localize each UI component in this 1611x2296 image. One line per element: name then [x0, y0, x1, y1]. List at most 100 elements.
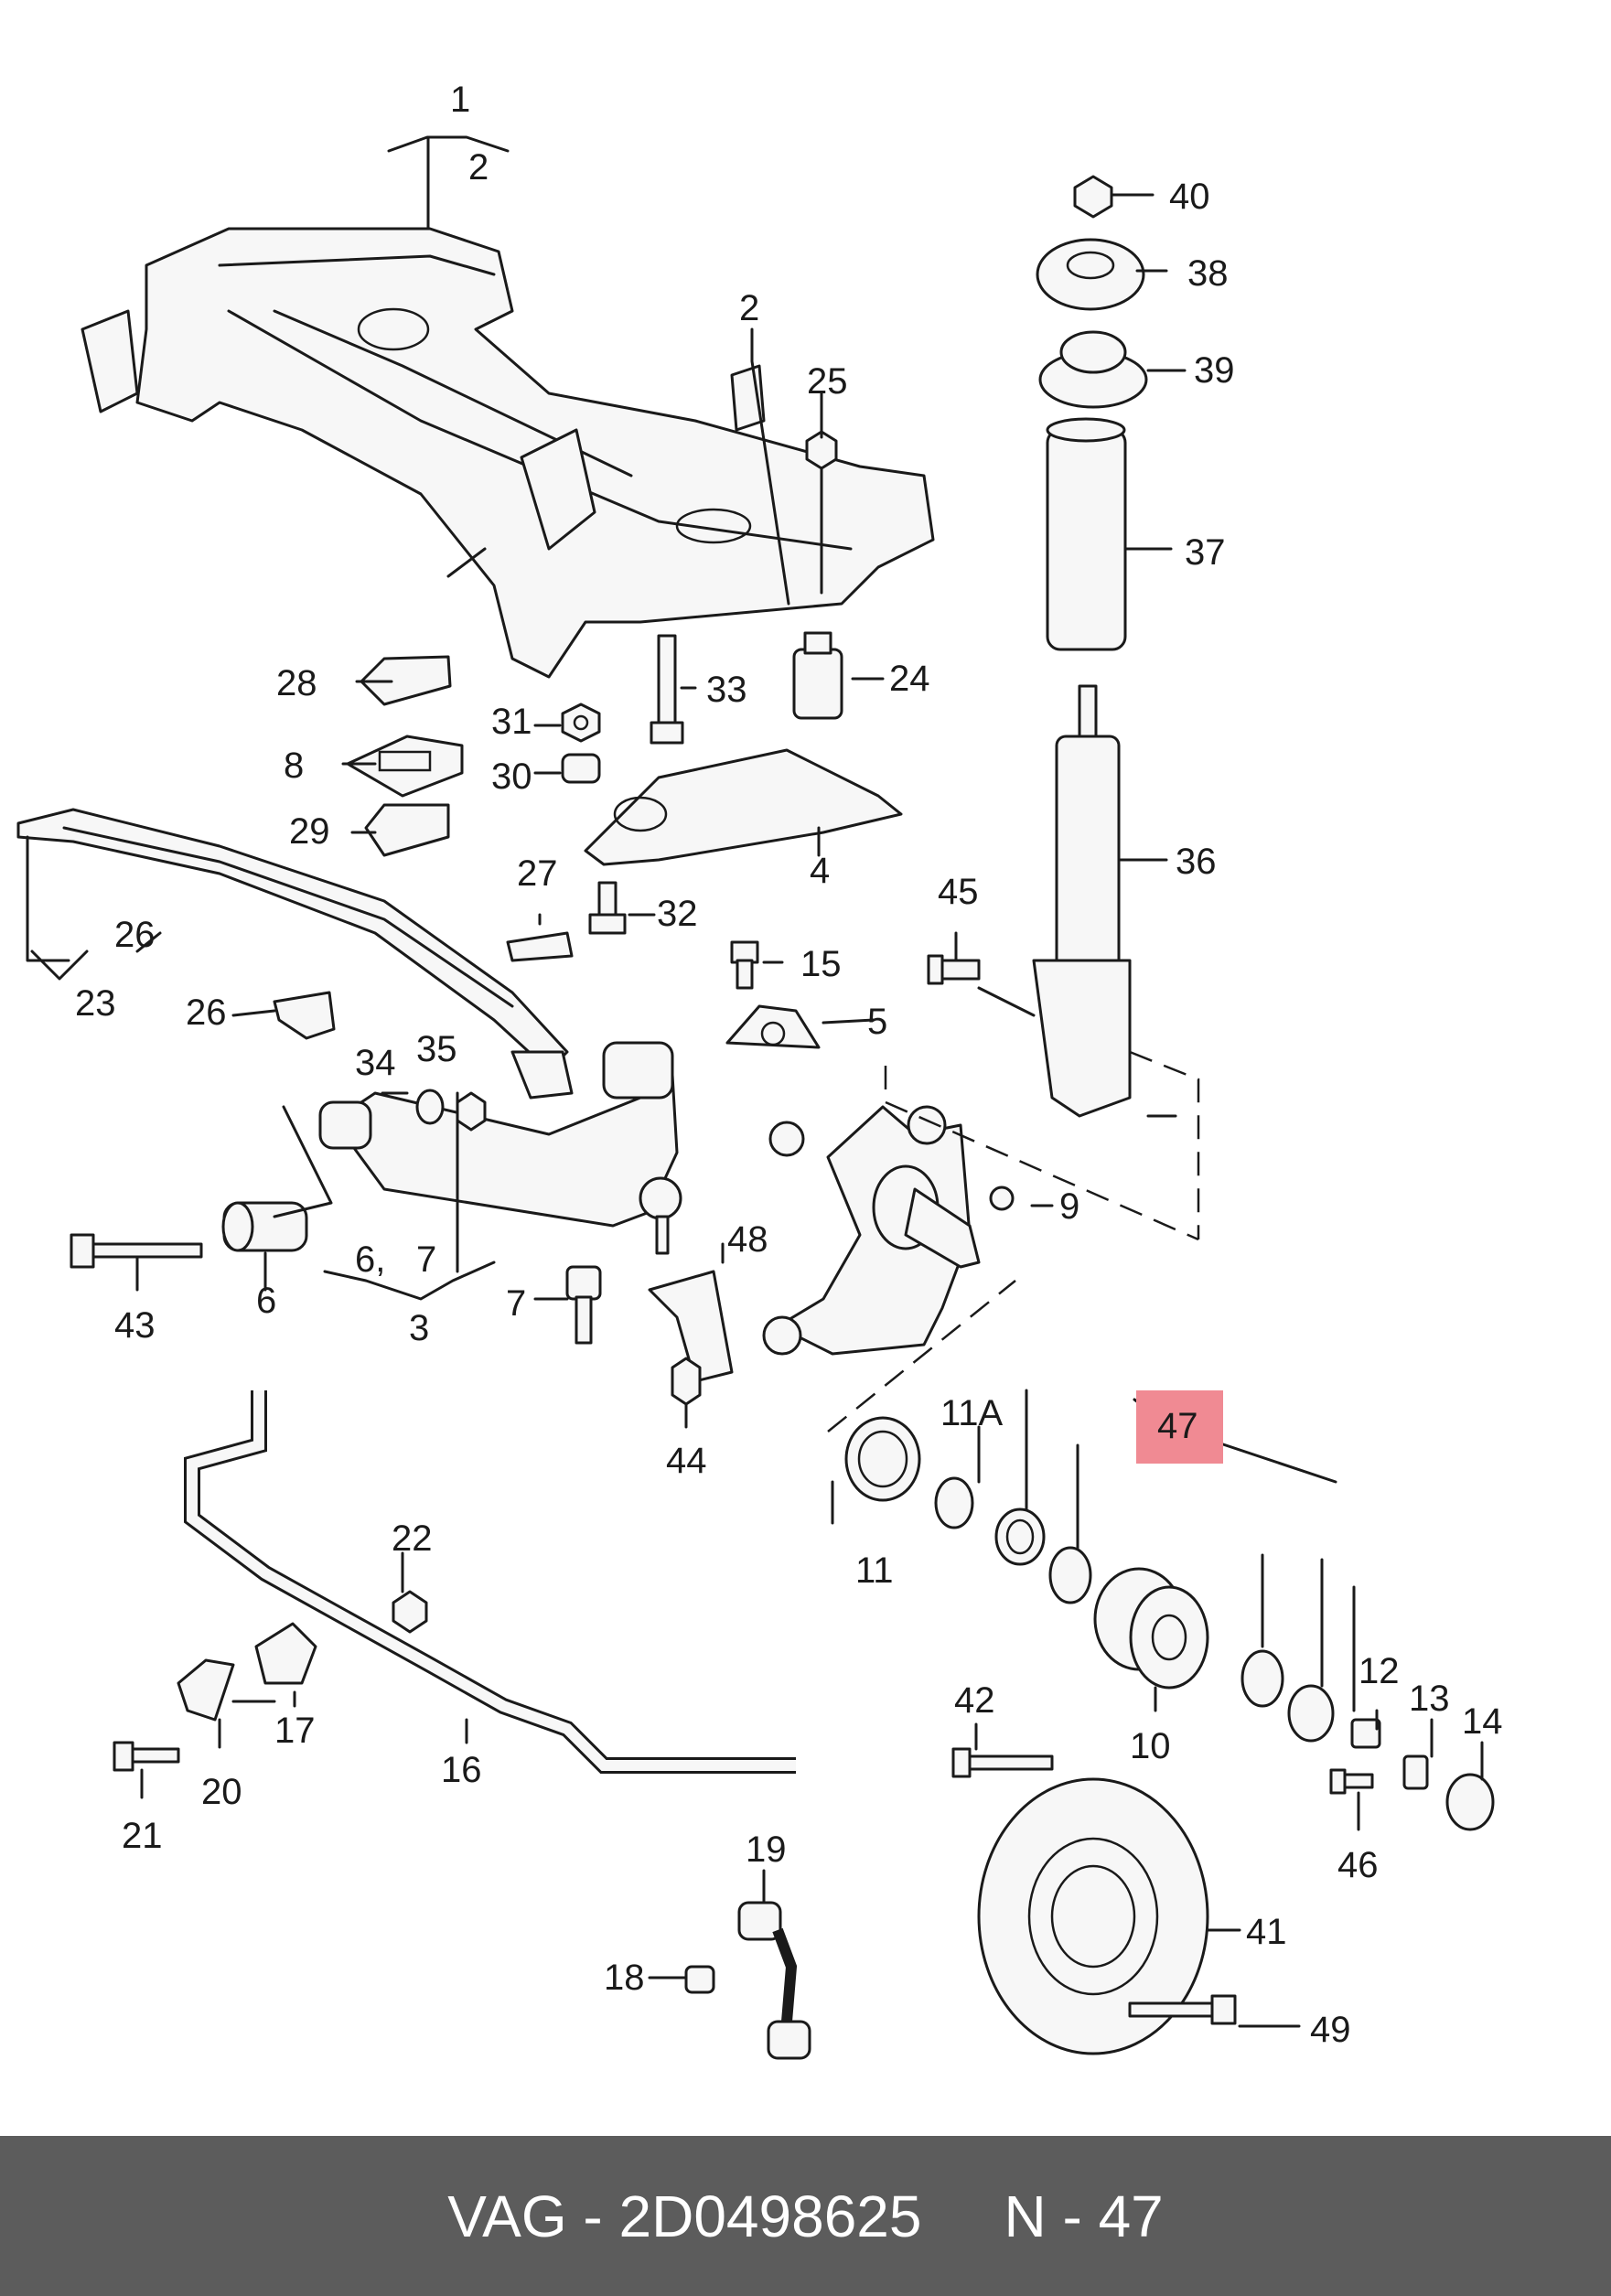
ball-joint-7: [565, 1265, 602, 1345]
callout-9: 9: [1059, 1186, 1079, 1227]
bolt-32: [588, 881, 627, 935]
nut-35: [456, 1091, 487, 1132]
wheel-hub-10: [1093, 1567, 1209, 1690]
stabiliser-bar-16: [184, 1390, 796, 1774]
callout-32: 32: [657, 894, 698, 934]
bush-18: [684, 1965, 715, 1994]
callout-24: 24: [889, 659, 930, 699]
pad-27: [506, 931, 574, 962]
clamp-20: [177, 1658, 235, 1722]
footer-bar: VAG - 2D0498625 N - 47: [0, 2136, 1611, 2296]
callout-23: 23: [75, 983, 116, 1024]
bolt-42: [951, 1747, 1054, 1778]
rubber-pad-29: [364, 803, 450, 857]
callout-2: 2: [739, 288, 759, 328]
highlight-box-47: [1136, 1390, 1223, 1464]
footer-ref-prefix: N: [1004, 2183, 1047, 2249]
seat-39: [1038, 330, 1148, 409]
bolt-49: [1128, 1994, 1237, 2025]
callout-11: 11: [855, 1550, 894, 1591]
callout-38: 38: [1187, 253, 1229, 294]
callout-40: 40: [1169, 177, 1210, 217]
bracket-48: [648, 1270, 734, 1383]
bearing-outer: [1287, 1684, 1335, 1743]
callout-29: 29: [289, 811, 330, 852]
ring-outer: [1240, 1649, 1284, 1708]
callout-44: 44: [666, 1441, 707, 1481]
callout-41: 41: [1246, 1912, 1287, 1952]
footer-part-number: 2D0498625: [618, 2183, 922, 2249]
callout-30: 30: [491, 756, 532, 797]
callout-10: 10: [1130, 1726, 1171, 1766]
callout-7: 7: [416, 1239, 436, 1280]
ring-inner: [1048, 1546, 1092, 1604]
footer-ref-dash: -: [1062, 2183, 1082, 2249]
nut-22: [392, 1590, 428, 1634]
washer-34: [415, 1089, 445, 1125]
top-mount-38: [1036, 238, 1145, 311]
callout-16: 16: [441, 1750, 482, 1790]
callout-21: 21: [122, 1816, 163, 1856]
bolt-15: [730, 940, 759, 990]
callout-14: 14: [1462, 1701, 1503, 1742]
subframe-part: [81, 227, 935, 679]
callout-2: 2: [468, 147, 489, 188]
callout-4: 4: [810, 851, 830, 891]
clamp-5: [725, 1004, 821, 1049]
callout-19: 19: [746, 1829, 787, 1870]
callout-26: 26: [114, 915, 156, 955]
callout-6,: 6,: [355, 1239, 385, 1280]
callout-27: 27: [517, 853, 558, 894]
footer-dash: -: [583, 2183, 603, 2249]
callout-39: 39: [1194, 350, 1235, 391]
spring-plate-8: [346, 735, 464, 798]
dust-boot-37: [1046, 417, 1127, 651]
seal-11: [844, 1416, 921, 1502]
callout-37: 37: [1185, 532, 1226, 573]
callout-1: 1: [450, 80, 470, 120]
callout-20: 20: [201, 1772, 242, 1812]
callout-8: 8: [284, 746, 304, 786]
bushing-6: [221, 1201, 308, 1252]
bush-17: [254, 1622, 317, 1685]
exploded-parts-diagram: 1 2 2 25 28 33 24 31 8 30 29 4 27 32 26 …: [16, 80, 1503, 2060]
callout-31: 31: [491, 702, 532, 742]
dust-cap-14: [1445, 1773, 1495, 1831]
callout-28: 28: [276, 663, 317, 703]
bolt-46: [1329, 1768, 1374, 1795]
callout-12: 12: [1359, 1651, 1400, 1691]
callout-6: 6: [256, 1281, 276, 1321]
bump-stop-24: [792, 631, 843, 720]
washer-12: [1350, 1718, 1381, 1749]
bolt-43: [70, 1233, 203, 1269]
shock-absorber-36: [1032, 684, 1132, 1118]
callout-43: 43: [114, 1305, 156, 1346]
bolt-45: [927, 954, 981, 985]
link-19: [737, 1901, 811, 2060]
footer-ref-number: 47: [1098, 2183, 1164, 2249]
callout-26: 26: [186, 992, 227, 1033]
callout-36: 36: [1176, 842, 1217, 882]
callout-labels: 1 2 2 25 28 33 24 31 8 30 29 4 27 32 26 …: [75, 80, 1503, 2050]
steering-knuckle-part: [762, 1105, 1015, 1356]
callout-3: 3: [409, 1308, 429, 1348]
bearing-inner: [994, 1507, 1046, 1566]
nut-31: [561, 703, 601, 743]
dashed-assembly-lines: [827, 1050, 1200, 1432]
nut-44: [671, 1357, 702, 1406]
callout-13: 13: [1409, 1679, 1450, 1719]
callout-46: 46: [1337, 1845, 1379, 1885]
washer-30: [561, 753, 601, 784]
callout-22: 22: [392, 1518, 433, 1559]
callout-47: 47: [1157, 1406, 1198, 1446]
nut-40: [1073, 175, 1113, 219]
callout-48: 48: [727, 1219, 768, 1260]
callout-18: 18: [604, 1958, 645, 1998]
callout-45: 45: [938, 872, 979, 912]
rubber-pad-28: [360, 655, 452, 706]
callout-49: 49: [1310, 2010, 1351, 2050]
brake-disc-41: [977, 1777, 1209, 2055]
callout-33: 33: [706, 670, 747, 710]
callout-35: 35: [416, 1029, 457, 1069]
callout-42: 42: [954, 1680, 995, 1721]
